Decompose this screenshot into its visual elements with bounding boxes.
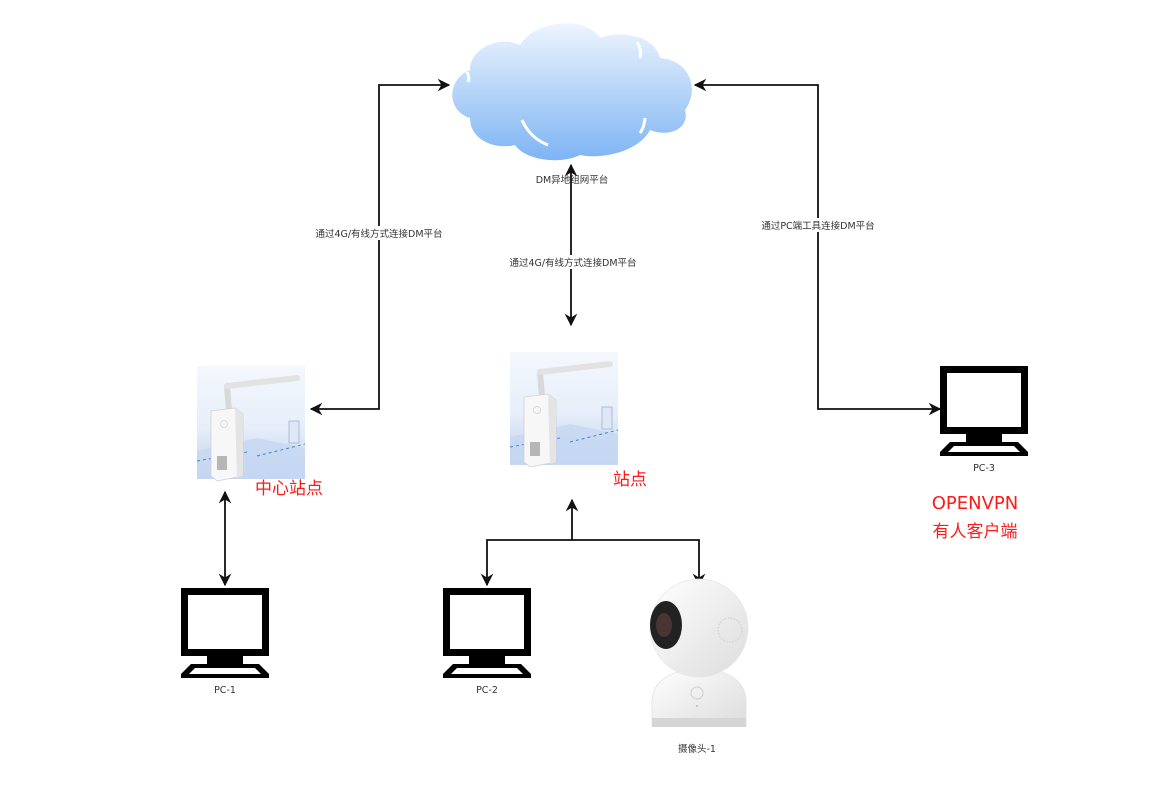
center-station-label: 中心站点 (255, 479, 323, 499)
link-cloud-pc3 (693, 78, 942, 416)
camera-icon (649, 578, 749, 727)
pc2-label: PC-2 (476, 685, 498, 696)
label-bg (500, 255, 646, 269)
link-hub-pc2 (480, 539, 572, 587)
camera-label: 摄像头-1 (678, 743, 716, 755)
pc1-computer-icon (181, 588, 269, 678)
label-bg (304, 226, 454, 240)
link-label-right: 通过PC端工具连接DM平台 (761, 220, 874, 232)
pc1-label: PC-1 (214, 685, 236, 696)
link-cloud-center-station (309, 78, 451, 416)
cloud-platform-label: DM异地组网平台 (536, 174, 609, 186)
station-router-icon (510, 352, 618, 467)
center-station-router-icon (197, 366, 305, 481)
pc2-computer-icon (443, 588, 531, 678)
openvpn-note-line2: 有人客户端 (933, 522, 1018, 542)
station-label: 站点 (613, 470, 647, 490)
openvpn-note-line1: OPENVPN (932, 493, 1019, 514)
link-label-center: 通过4G/有线方式连接DM平台 (509, 257, 636, 269)
pc3-computer-icon (940, 366, 1028, 456)
pc3-label: PC-3 (973, 463, 995, 474)
link-hub-camera (572, 539, 706, 587)
cloud-platform-icon (452, 23, 692, 161)
link-label-left: 通过4G/有线方式连接DM平台 (315, 228, 442, 240)
label-bg (750, 218, 886, 232)
